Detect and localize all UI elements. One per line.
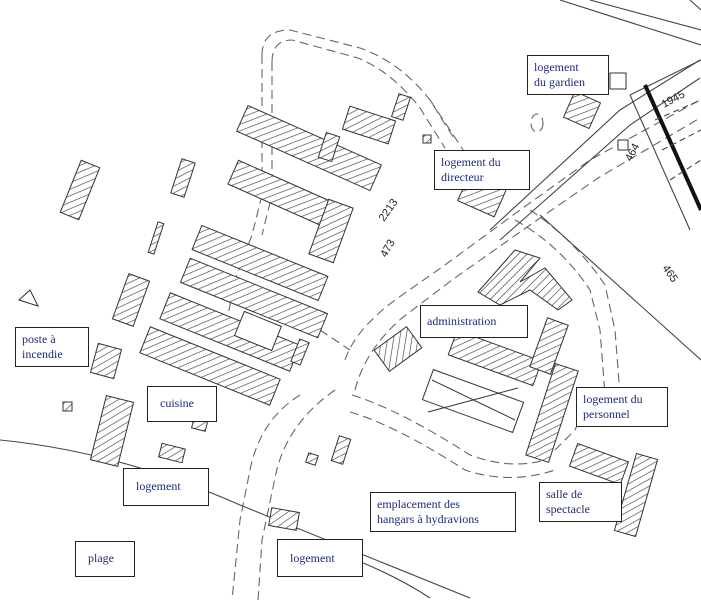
building — [529, 317, 569, 375]
upper-road-east — [261, 62, 273, 236]
building — [422, 134, 432, 144]
building — [147, 221, 165, 255]
building — [170, 158, 196, 198]
label-logement-du-directeur: logement du directeur — [434, 150, 530, 190]
building — [330, 435, 352, 465]
east-boundary-b — [499, 77, 701, 241]
building — [191, 224, 329, 302]
main-road-west-edge — [261, 29, 456, 141]
building — [421, 368, 525, 434]
building — [525, 363, 579, 463]
building — [317, 131, 341, 163]
top-line-3 — [689, 0, 701, 11]
diag-link — [319, 329, 351, 351]
building — [89, 394, 135, 468]
building — [390, 93, 412, 121]
label-salle-de-spectacle: salle de spectacle — [539, 482, 622, 522]
main-road-east-edge — [271, 39, 446, 149]
building — [613, 452, 659, 538]
shoreline — [0, 439, 471, 599]
building — [179, 257, 329, 339]
east-boundary-a — [489, 59, 701, 231]
top-line-1 — [559, 0, 701, 46]
loop-south — [349, 411, 556, 479]
building — [290, 338, 310, 366]
parcel-465-edge — [539, 214, 701, 361]
building-cross — [427, 387, 519, 413]
label-logement-du-personnel: logement du personnel — [576, 387, 668, 427]
label-logement-du-gardien: logement du gardien — [527, 55, 609, 95]
building — [158, 442, 186, 464]
parcel-465: 465 — [660, 263, 680, 285]
building — [305, 452, 319, 466]
building — [89, 342, 123, 380]
building — [477, 249, 573, 311]
building — [62, 401, 73, 412]
label-emplacement-des-hangars: emplacement des hangars à hydravions — [370, 492, 516, 532]
building — [341, 105, 397, 145]
building — [268, 507, 300, 531]
label-logement-west: logement — [123, 468, 209, 506]
building — [235, 104, 383, 192]
cross-road-north — [344, 99, 701, 361]
cross-road-south — [354, 117, 701, 391]
round-plot — [530, 113, 544, 133]
loop-north — [351, 394, 546, 465]
east-road-c — [544, 394, 591, 461]
plot-1945-b — [629, 94, 691, 231]
avenue-south-east — [257, 389, 336, 600]
east-road-a — [514, 219, 606, 396]
building — [617, 139, 629, 151]
label-plage: plage — [75, 541, 135, 577]
building — [568, 442, 630, 486]
east-road-b — [529, 209, 621, 396]
building — [233, 310, 283, 352]
parcel-2213: 2213 — [377, 197, 401, 224]
plot-1945-a — [629, 59, 701, 96]
building — [18, 289, 39, 307]
top-line-2 — [589, 0, 701, 31]
building — [308, 198, 354, 264]
label-administration: administration — [420, 305, 528, 338]
label-cuisine: cuisine — [147, 386, 217, 422]
buildings — [18, 72, 659, 538]
building — [609, 72, 627, 90]
plot-dashed — [654, 99, 701, 181]
building — [562, 90, 602, 130]
building — [111, 273, 151, 327]
building — [59, 159, 101, 221]
label-logement-south: logement — [277, 539, 363, 577]
avenue-south-west — [231, 394, 301, 600]
building — [139, 326, 281, 406]
label-poste-a-incendie: poste à incendie — [15, 327, 89, 367]
building — [447, 329, 543, 387]
building — [373, 326, 423, 372]
plot-1945-c — [643, 84, 701, 211]
parcel-473: 473 — [378, 238, 398, 260]
